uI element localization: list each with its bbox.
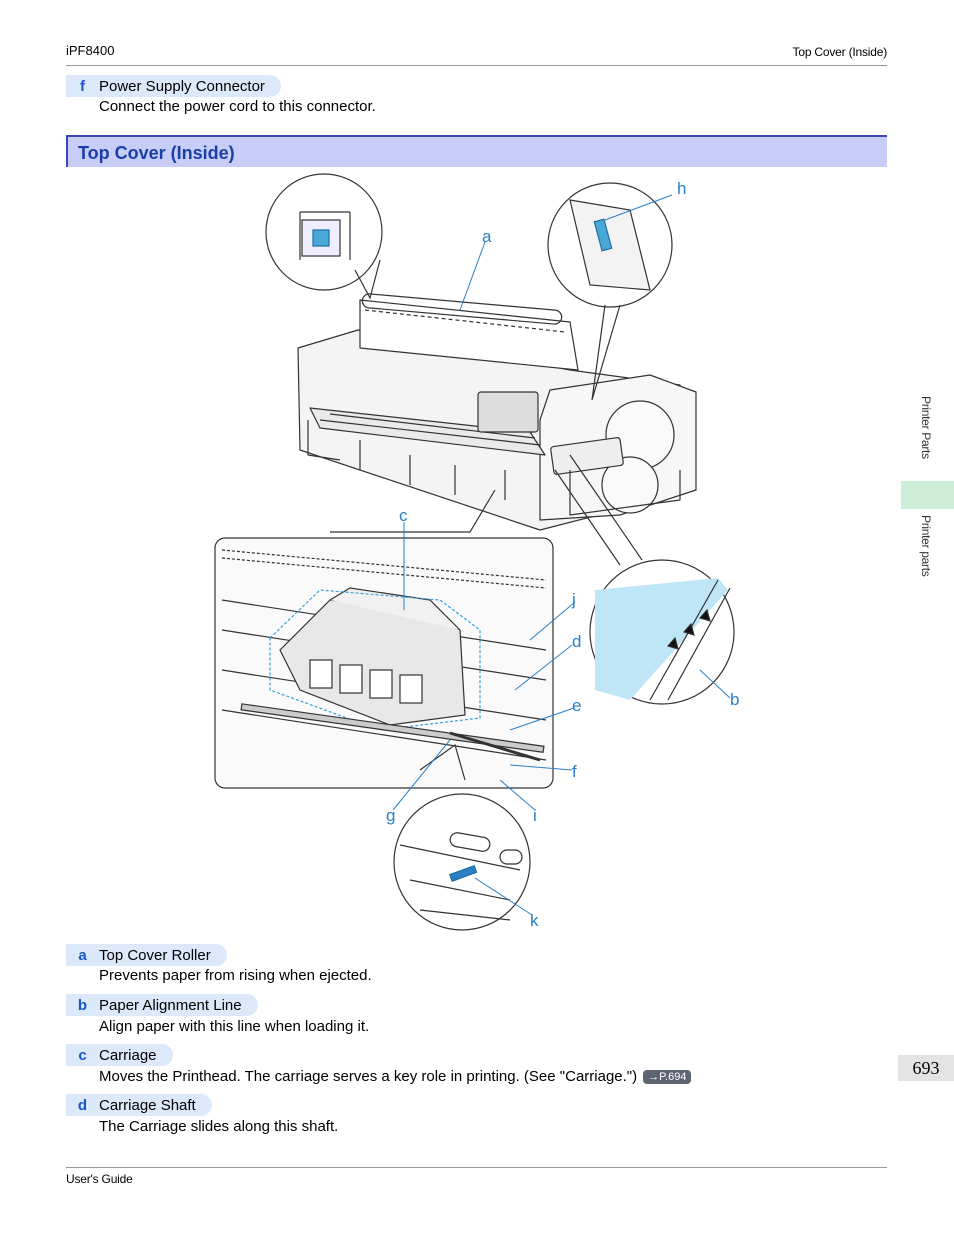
term-d: d Carriage Shaft — [66, 1094, 212, 1116]
term-description: Prevents paper from rising when ejected. — [99, 967, 372, 984]
top-cover-open — [359, 299, 579, 371]
term-description: The Carriage slides along this shaft. — [99, 1118, 339, 1135]
callout-h: h — [677, 179, 686, 198]
side-tab-active-marker — [901, 481, 954, 509]
side-tab-printer-parts-sub[interactable]: Printer parts — [919, 515, 933, 577]
term-b: b Paper Alignment Line — [66, 994, 258, 1016]
term-label: Carriage Shaft — [99, 1096, 196, 1114]
term-label: Carriage — [99, 1046, 157, 1064]
alignment-arrow-1 — [698, 608, 711, 622]
term-c: c Carriage — [66, 1044, 173, 1066]
printer-illustration: a b c d e f g h i j k — [214, 173, 739, 931]
carriage-detail-panel — [214, 489, 554, 789]
callout-c: c — [399, 506, 408, 525]
term-letter: d — [77, 1096, 88, 1114]
roll-cover-lower — [601, 456, 659, 514]
footer-guide: User's Guide — [66, 1172, 133, 1186]
alignment-arrow-3 — [666, 636, 679, 650]
control-panel — [550, 437, 624, 475]
callout-j: j — [571, 590, 576, 609]
term-letter: b — [77, 996, 88, 1014]
zoom-detail-sensor — [393, 793, 531, 931]
page-number: 693 — [898, 1055, 954, 1081]
term-f: f Power Supply Connector — [66, 75, 281, 97]
side-tab-printer-parts[interactable]: Printer Parts — [919, 396, 933, 459]
footer-divider — [66, 1167, 887, 1168]
section-heading: Top Cover (Inside) — [66, 135, 887, 167]
callout-i: i — [533, 806, 537, 825]
callout-a: a — [482, 227, 492, 246]
platen — [309, 407, 546, 456]
term-label: Paper Alignment Line — [99, 996, 242, 1014]
callout-d: d — [572, 632, 581, 651]
alignment-arrow-2 — [682, 622, 695, 636]
term-description: Moves the Printhead. The carriage serves… — [99, 1068, 638, 1085]
callout-b: b — [730, 690, 739, 709]
page-reference-link[interactable]: →P.694 — [643, 1070, 692, 1084]
term-letter: f — [80, 77, 85, 95]
callout-k: k — [530, 911, 539, 930]
callout-f: f — [572, 762, 577, 781]
callout-g: g — [386, 806, 395, 825]
zoom-detail-roller — [265, 173, 383, 300]
callout-e: e — [572, 696, 581, 715]
header-model: iPF8400 — [66, 43, 115, 58]
term-a: a Top Cover Roller — [66, 944, 227, 966]
zoom-detail-lever — [547, 182, 673, 401]
term-description: Align paper with this line when loading … — [99, 1018, 370, 1035]
header-divider — [66, 65, 887, 66]
term-letter: a — [78, 946, 87, 964]
term-label: Power Supply Connector — [99, 77, 265, 95]
carriage-small — [477, 391, 539, 433]
zoom-detail-alignment — [554, 454, 735, 705]
carriage-shaft — [240, 703, 545, 753]
term-description: Connect the power cord to this connector… — [99, 98, 376, 115]
term-letter: c — [78, 1046, 87, 1064]
header-section: Top Cover (Inside) — [792, 45, 888, 59]
term-description-row: Moves the Printhead. The carriage serves… — [99, 1068, 692, 1085]
section-title-text: Top Cover (Inside) — [78, 143, 235, 163]
term-label: Top Cover Roller — [99, 946, 211, 964]
